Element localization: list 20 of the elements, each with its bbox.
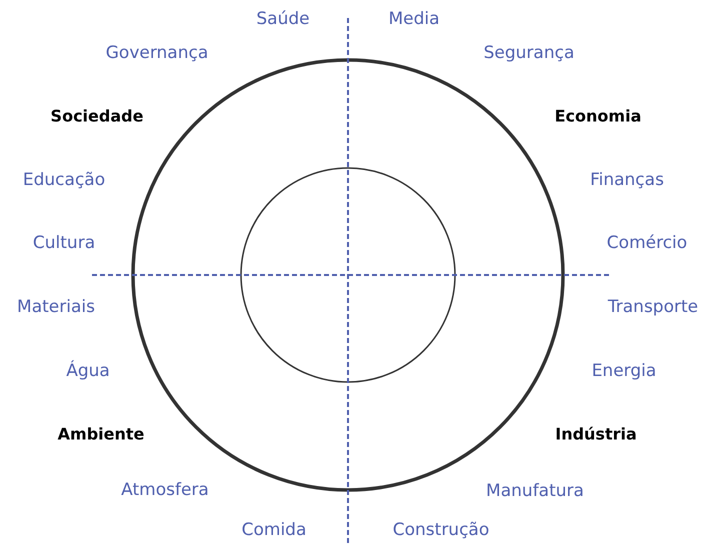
domain-label: Finanças (590, 170, 664, 190)
domain-label: Manufatura (486, 481, 584, 501)
domain-label: Governança (106, 43, 208, 63)
domain-label: Transporte (608, 297, 698, 317)
domain-label: Energia (592, 361, 656, 381)
sector-heading: Indústria (555, 424, 637, 444)
domain-label: Educação (22, 170, 106, 190)
domain-label: Água (66, 361, 110, 381)
domain-label: Comércio (606, 233, 688, 253)
domain-label: Comida (242, 520, 306, 540)
domain-label: Cultura (32, 233, 96, 253)
domain-label: Segurança (484, 43, 574, 63)
domain-label: Media (388, 9, 440, 29)
domain-label: Construção (392, 520, 490, 540)
domain-label: Atmosfera (121, 480, 209, 500)
sector-heading: Sociedade (50, 106, 144, 126)
sector-heading: Ambiente (58, 424, 144, 444)
domain-label: Materiais (17, 297, 95, 317)
sector-heading: Economia (554, 106, 642, 126)
domain-label: Saúde (256, 9, 310, 29)
